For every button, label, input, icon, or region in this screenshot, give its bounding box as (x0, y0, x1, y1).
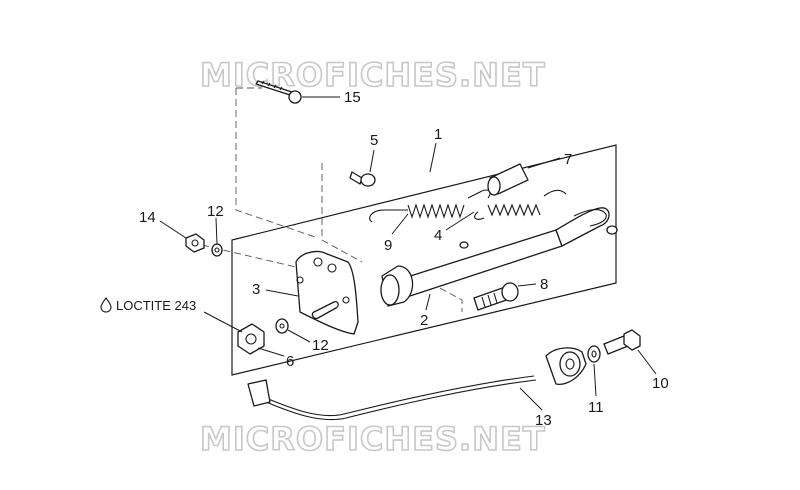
screw-small (349, 171, 376, 187)
callout-11: 11 (588, 399, 604, 416)
callout-1: 1 (434, 126, 442, 143)
pivot-bolt (473, 282, 519, 311)
leader-11 (593, 363, 597, 397)
spring-left (369, 189, 491, 223)
bracket-plate (295, 250, 359, 335)
callout-14: 14 (139, 209, 156, 226)
sleeve (487, 163, 529, 196)
callout-12-bottom: 12 (312, 337, 329, 354)
callout-10: 10 (652, 375, 669, 392)
callout-15: 15 (344, 89, 361, 106)
callout-8: 8 (540, 276, 548, 293)
side-stand (380, 207, 618, 307)
leader-6 (257, 347, 285, 357)
leader-10 (637, 349, 657, 375)
screw-switch (603, 329, 641, 355)
washer-bottom (275, 318, 289, 334)
callout-6: 6 (286, 353, 294, 370)
leader-3 (265, 289, 299, 297)
leader-5 (369, 149, 375, 173)
leader-12b (287, 329, 311, 343)
watermark-top: MICROFICHES.NET (200, 56, 546, 94)
nut-small (185, 233, 205, 253)
loctite-label: LOCTITE 243 (116, 298, 196, 313)
drop-icon (100, 297, 112, 313)
bolt-long (255, 80, 302, 104)
callout-13: 13 (535, 412, 552, 429)
callout-12-top: 12 (207, 203, 224, 220)
leader-loctite (203, 311, 243, 333)
washer-top (211, 243, 223, 257)
spring-right (474, 189, 567, 220)
leader-7 (527, 157, 561, 169)
leader-8 (517, 283, 537, 287)
assembly-frame (231, 144, 617, 376)
washer-switch (587, 345, 601, 363)
leader-13 (519, 387, 543, 411)
leader-9 (391, 213, 409, 235)
callout-7: 7 (564, 151, 572, 168)
leader-12a (215, 217, 218, 245)
guide-line-pin (439, 287, 463, 312)
leader-2 (425, 293, 431, 311)
callout-9: 9 (384, 237, 392, 254)
callout-5: 5 (370, 132, 378, 149)
side-stand-switch (247, 347, 587, 421)
callout-2: 2 (420, 312, 428, 329)
leader-1 (429, 142, 437, 173)
loctite-note: LOCTITE 243 (100, 297, 196, 313)
nut-large (237, 323, 265, 355)
callout-3: 3 (252, 281, 260, 298)
guide-line-bolt (235, 88, 319, 239)
watermark-bottom: MICROFICHES.NET (200, 420, 546, 458)
leader-14 (159, 220, 187, 239)
guide-line-screw (321, 163, 363, 263)
callout-4: 4 (434, 227, 442, 244)
leader-4 (445, 211, 475, 231)
